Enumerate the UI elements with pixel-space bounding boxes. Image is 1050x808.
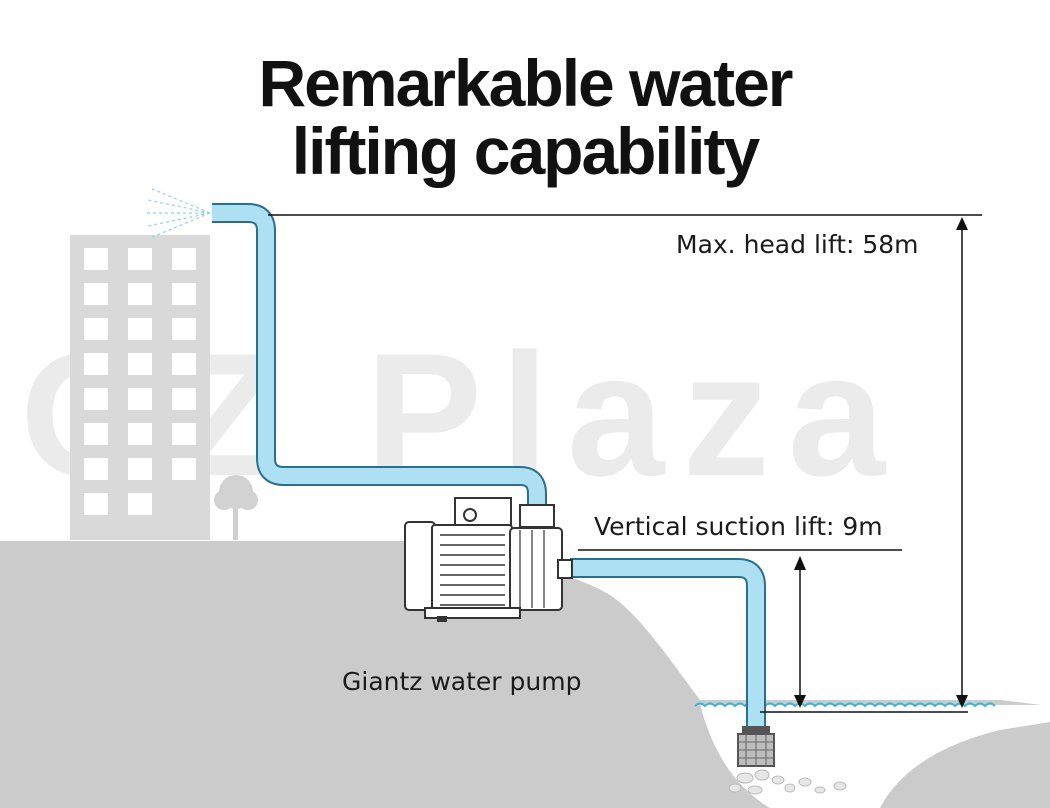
max-head-measure	[268, 214, 982, 708]
pump-name-label: Giantz water pump	[342, 667, 582, 696]
title-line-1: Remarkable water	[258, 46, 794, 120]
water-spray	[146, 187, 211, 239]
strainer-foot-valve	[737, 726, 775, 767]
water-surface	[694, 702, 996, 708]
building-illustration	[70, 235, 210, 540]
tree-illustration	[214, 475, 258, 540]
max-head-lift-label: Max. head lift: 58m	[676, 230, 919, 259]
pebbles	[728, 769, 847, 795]
vertical-suction-lift-label: Vertical suction lift: 9m	[594, 512, 883, 541]
title-line-2: lifting capability	[291, 114, 760, 188]
suction-measure	[578, 549, 968, 713]
pool-bank	[880, 722, 1050, 808]
water-pump	[404, 497, 573, 622]
